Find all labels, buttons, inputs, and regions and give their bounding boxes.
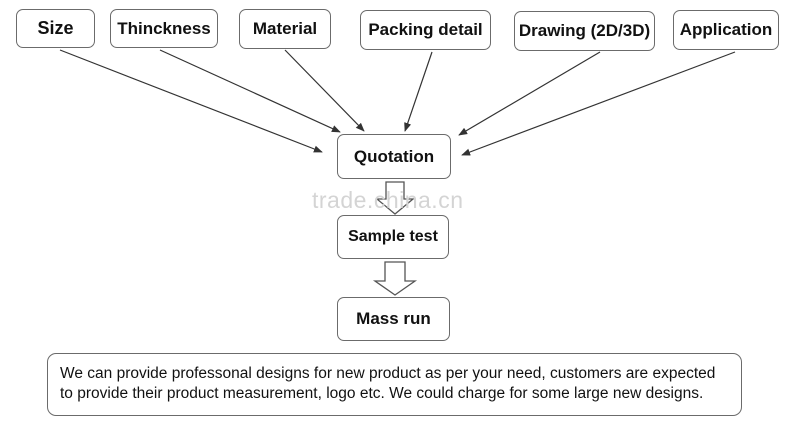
input-box-material: Material: [239, 9, 331, 49]
arrow-thickness-to-quotation: [159, 49, 341, 133]
quotation-label: Quotation: [353, 146, 435, 166]
input-label-drawing: Drawing (2D/3D): [518, 21, 651, 40]
note-line-2: to provide their product measurement, lo…: [60, 385, 704, 402]
input-label-application: Application: [679, 20, 773, 39]
block-arrow-sample-to-mass: [372, 261, 418, 296]
input-label-material: Material: [252, 19, 318, 38]
mass-run-label: Mass run: [356, 309, 431, 328]
arrow-packing-to-quotation: [404, 51, 433, 132]
arrow-drawing-to-quotation: [458, 51, 601, 136]
mass-run-box: Mass run: [337, 297, 450, 341]
input-label-thickness: Thinckness: [117, 18, 211, 38]
watermark: trade.china.cn: [312, 187, 464, 213]
arrow-size-to-quotation: [59, 49, 323, 153]
arrow-material-to-quotation: [284, 49, 365, 132]
input-box-packing-detail: Packing detail: [360, 10, 491, 50]
note-line-1: We can provide professonal designs for n…: [60, 365, 716, 382]
note-box: We can provide professonal designs for n…: [47, 353, 742, 416]
sample-test-label: Sample test: [348, 228, 438, 245]
input-box-size: Size: [16, 9, 95, 48]
sample-test-box: Sample test: [337, 215, 449, 259]
quotation-box: Quotation: [337, 134, 451, 179]
arrow-application-to-quotation: [461, 51, 736, 156]
input-label-packing-detail: Packing detail: [368, 20, 483, 39]
input-box-drawing: Drawing (2D/3D): [514, 11, 655, 51]
block-arrow-quotation-to-sample: [375, 181, 415, 215]
input-box-thickness: Thinckness: [110, 9, 218, 48]
input-box-application: Application: [673, 10, 779, 50]
input-label-size: Size: [37, 18, 74, 38]
